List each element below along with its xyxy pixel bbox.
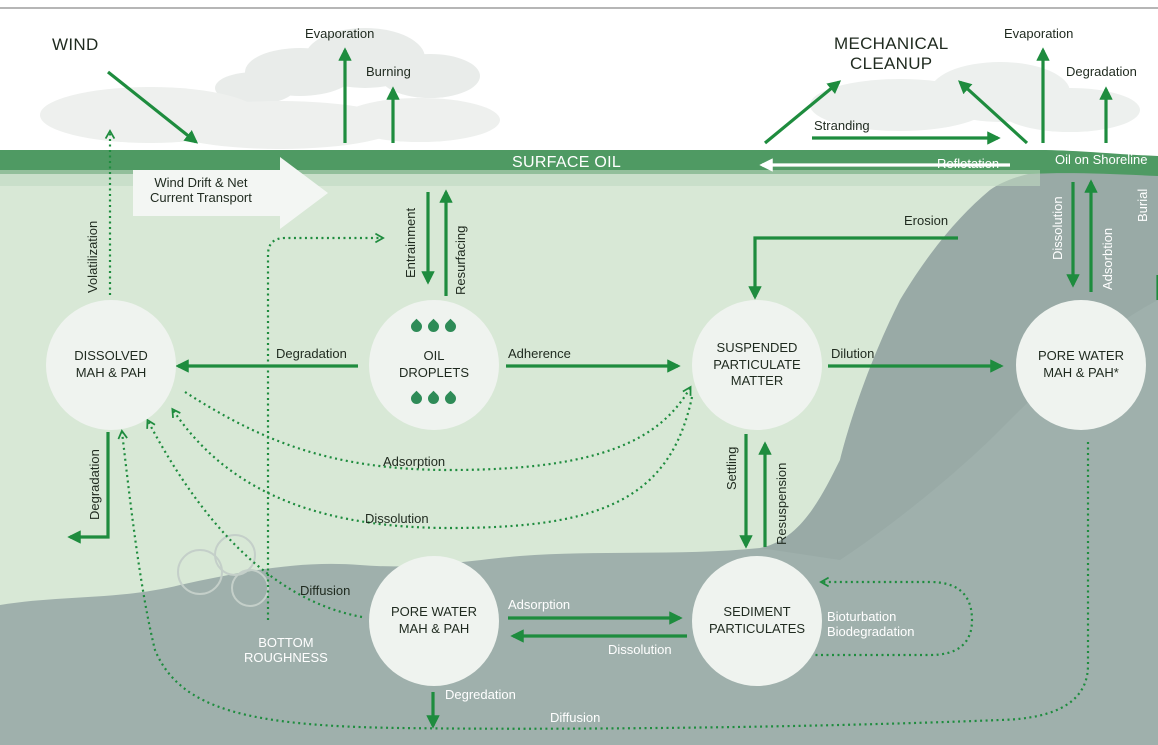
oil-drops-top [408, 318, 459, 335]
shoreline-slope [760, 168, 1158, 560]
adherence-label: Adherence [508, 346, 571, 361]
node-suspended-label: SUSPENDED PARTICULATE MATTER [713, 339, 801, 389]
diffusion-bottom-label: Diffusion [550, 710, 601, 725]
dissolution-dotted-arrow [171, 396, 694, 530]
adsorption-dotted-label: Adsorption [383, 454, 446, 469]
entrainment-label: Entrainment [403, 207, 418, 278]
oil-drop-icon [442, 318, 459, 335]
node-pore-water-bottom: PORE WATER MAH & PAH [369, 556, 499, 686]
node-pore-water-right: PORE WATER MAH & PAH* [1016, 300, 1146, 430]
adsorption-bottom-label: Adsorption [508, 597, 571, 612]
node-sediment: SEDIMENT PARTICULATES [692, 556, 822, 686]
dissolution-dotted-label: Dissolution [365, 511, 429, 526]
bottom-roughness-icon [177, 534, 269, 607]
cloud-bottom-left [40, 87, 500, 149]
bottom-roughness-label: BOTTOM ROUGHNESS [244, 635, 328, 665]
node-dissolved-label: DISSOLVED MAH & PAH [74, 348, 148, 380]
resuspension-label: Resuspension [774, 462, 789, 545]
sediment-layer [0, 168, 1158, 745]
mechanical-cleanup-right-arrow [958, 80, 1029, 145]
degradation-top-right-label: Degradation [1066, 64, 1137, 79]
burning-label: Burning [366, 64, 411, 79]
diffusion-bottom-arrow [117, 429, 1090, 730]
stranding-label: Stranding [814, 118, 870, 133]
reflotation-label: Reflotation [937, 156, 1000, 171]
oil-drop-icon [425, 390, 442, 407]
node-pore-water-bottom-label: PORE WATER MAH & PAH [391, 604, 477, 636]
node-suspended: SUSPENDED PARTICULATE MATTER [692, 300, 822, 430]
oil-drop-icon [425, 318, 442, 335]
oil-drop-icon [408, 390, 425, 407]
wind-drift-label: Wind Drift & Net Current Transport [150, 175, 252, 205]
degredation-bottom-label: Degredation [445, 687, 516, 702]
diffusion-left-label: Diffusion [300, 583, 351, 598]
cloud-left [215, 28, 480, 104]
adsorbtion-vertical-label: Adsorbtion [1100, 227, 1115, 290]
burial-label: Burial [1135, 188, 1150, 222]
bioturbation-arrow [810, 576, 974, 657]
erosion-arrow [748, 236, 958, 300]
node-oil-droplets-label: OIL DROPLETS [398, 348, 470, 380]
mechanical-cleanup-label: MECHANICAL CLEANUP [834, 34, 949, 73]
volatilization-label: Volatilization [85, 220, 100, 293]
oil-drop-icon [442, 390, 459, 407]
oil-drops-bottom [408, 390, 459, 407]
adsorption-dotted-arrow [184, 385, 692, 472]
bioturbation-label: Bioturbation Biodegradation [827, 609, 915, 639]
erosion-label: Erosion [904, 213, 949, 228]
node-pore-water-right-label: PORE WATER MAH & PAH* [1038, 348, 1124, 380]
oil-drop-icon [408, 318, 425, 335]
wind-arrow [107, 70, 199, 144]
mechanical-cleanup-left-arrow [763, 80, 842, 145]
resurfacing-label: Resurfacing [453, 225, 468, 295]
dissolution-bottom-label: Dissolution [608, 642, 672, 657]
settling-label: Settling [724, 446, 739, 490]
dissolution-vertical-label: Dissolution [1050, 196, 1065, 260]
wind-label: WIND [52, 35, 99, 54]
degradation-left-arrow [67, 432, 110, 544]
evaporation-left-label: Evaporation [305, 26, 375, 41]
surface-oil-label: SURFACE OIL [512, 154, 622, 171]
wind-drift-arrow [133, 157, 328, 229]
dilution-label: Dilution [831, 346, 875, 361]
degradation-left-label: Degradation [87, 449, 102, 520]
bottom-roughness-arrow [266, 232, 385, 620]
degradation-mid-label: Degradation [276, 346, 347, 361]
node-sediment-label: SEDIMENT PARTICULATES [708, 604, 806, 636]
node-dissolved: DISSOLVED MAH & PAH [46, 300, 176, 430]
oil-on-shoreline-label: Oil on Shoreline [1055, 152, 1148, 167]
evaporation-right-label: Evaporation [1004, 26, 1074, 41]
